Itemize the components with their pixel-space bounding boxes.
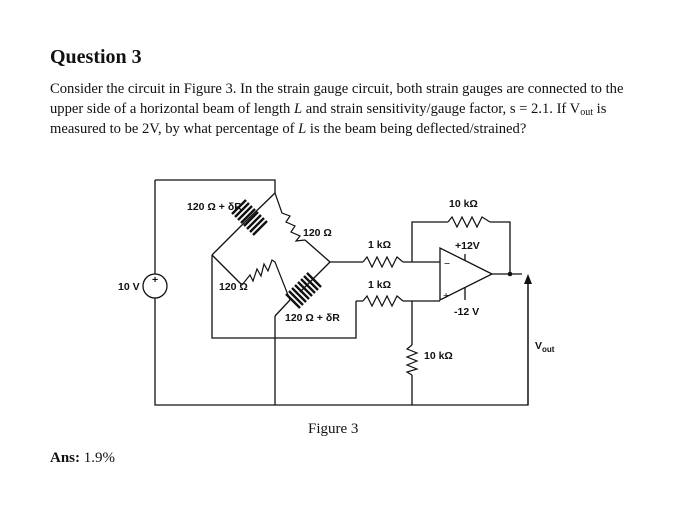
bridge-right-bottom — [299, 261, 331, 293]
label-vout-sub: out — [542, 345, 555, 354]
answer-label: Ans: — [50, 450, 81, 466]
label-opamp-minus: − — [444, 258, 450, 270]
bridge-right-corner — [304, 239, 331, 263]
label-vout: Vout — [535, 340, 555, 354]
question-heading: Question 3 — [50, 46, 142, 68]
resistor-ground — [405, 344, 419, 376]
label-vout-main: V — [535, 340, 542, 352]
label-source: 10 V — [118, 281, 140, 293]
question-text-part: Consider the circuit in Figure 3. In the… — [50, 81, 624, 117]
voltage-source — [142, 273, 168, 299]
bridge-left-corner — [211, 221, 246, 256]
answer-line: Ans: 1.9% — [50, 450, 115, 467]
label-supply-positive: +12V — [455, 240, 480, 252]
resistor-bridge-right-top — [274, 192, 306, 242]
label-supply-negative: -12 V — [454, 306, 479, 318]
label-gauge-top: 120 Ω + δR — [187, 201, 242, 213]
label-resistor-feedback: 10 kΩ — [449, 198, 478, 210]
question-text: Consider the circuit in Figure 3. In the… — [50, 80, 655, 140]
bridge-bottom-right — [274, 299, 291, 317]
variable-L: L — [293, 100, 303, 117]
wire-outer-loop — [154, 180, 529, 406]
answer-value: 1.9% — [83, 450, 116, 466]
vout-subscript: out — [580, 106, 593, 118]
label-resistor-left-bottom: 120 Ω — [219, 281, 248, 293]
label-source-plus: + — [152, 274, 158, 286]
label-resistor-in-bottom: 1 kΩ — [368, 279, 391, 291]
resistor-in-bottom — [362, 294, 404, 308]
strain-gauge-top — [231, 199, 268, 236]
bridge-top-left — [244, 192, 276, 223]
op-amp — [439, 246, 494, 302]
vout-arrowhead — [524, 274, 532, 284]
wire-feedback — [411, 221, 511, 274]
question-text-part: and strain sensitivity/gauge factor, s =… — [302, 100, 581, 117]
label-resistor-in-top: 1 kΩ — [368, 239, 391, 251]
resistor-feedback — [447, 215, 491, 229]
label-opamp-plus: + — [443, 290, 449, 302]
wire-top — [155, 179, 276, 193]
resistor-bridge-left-bottom-zig — [241, 259, 291, 301]
question-text-part: is the beam being deflected/strained? — [306, 121, 527, 137]
bridge-left-bottom — [211, 254, 243, 286]
variable-L: L — [298, 121, 307, 137]
wire-left-node — [211, 255, 357, 339]
label-resistor-right-top: 120 Ω — [303, 227, 332, 239]
label-resistor-ground: 10 kΩ — [424, 350, 453, 362]
figure-caption: Figure 3 — [308, 421, 359, 437]
resistor-in-top — [362, 255, 404, 269]
output-node — [507, 271, 513, 277]
label-gauge-bottom: 120 Ω + δR — [285, 312, 340, 324]
strain-gauge-bottom — [285, 272, 322, 309]
question-text-part: is measured to be 2V, by what percentage… — [50, 100, 607, 138]
